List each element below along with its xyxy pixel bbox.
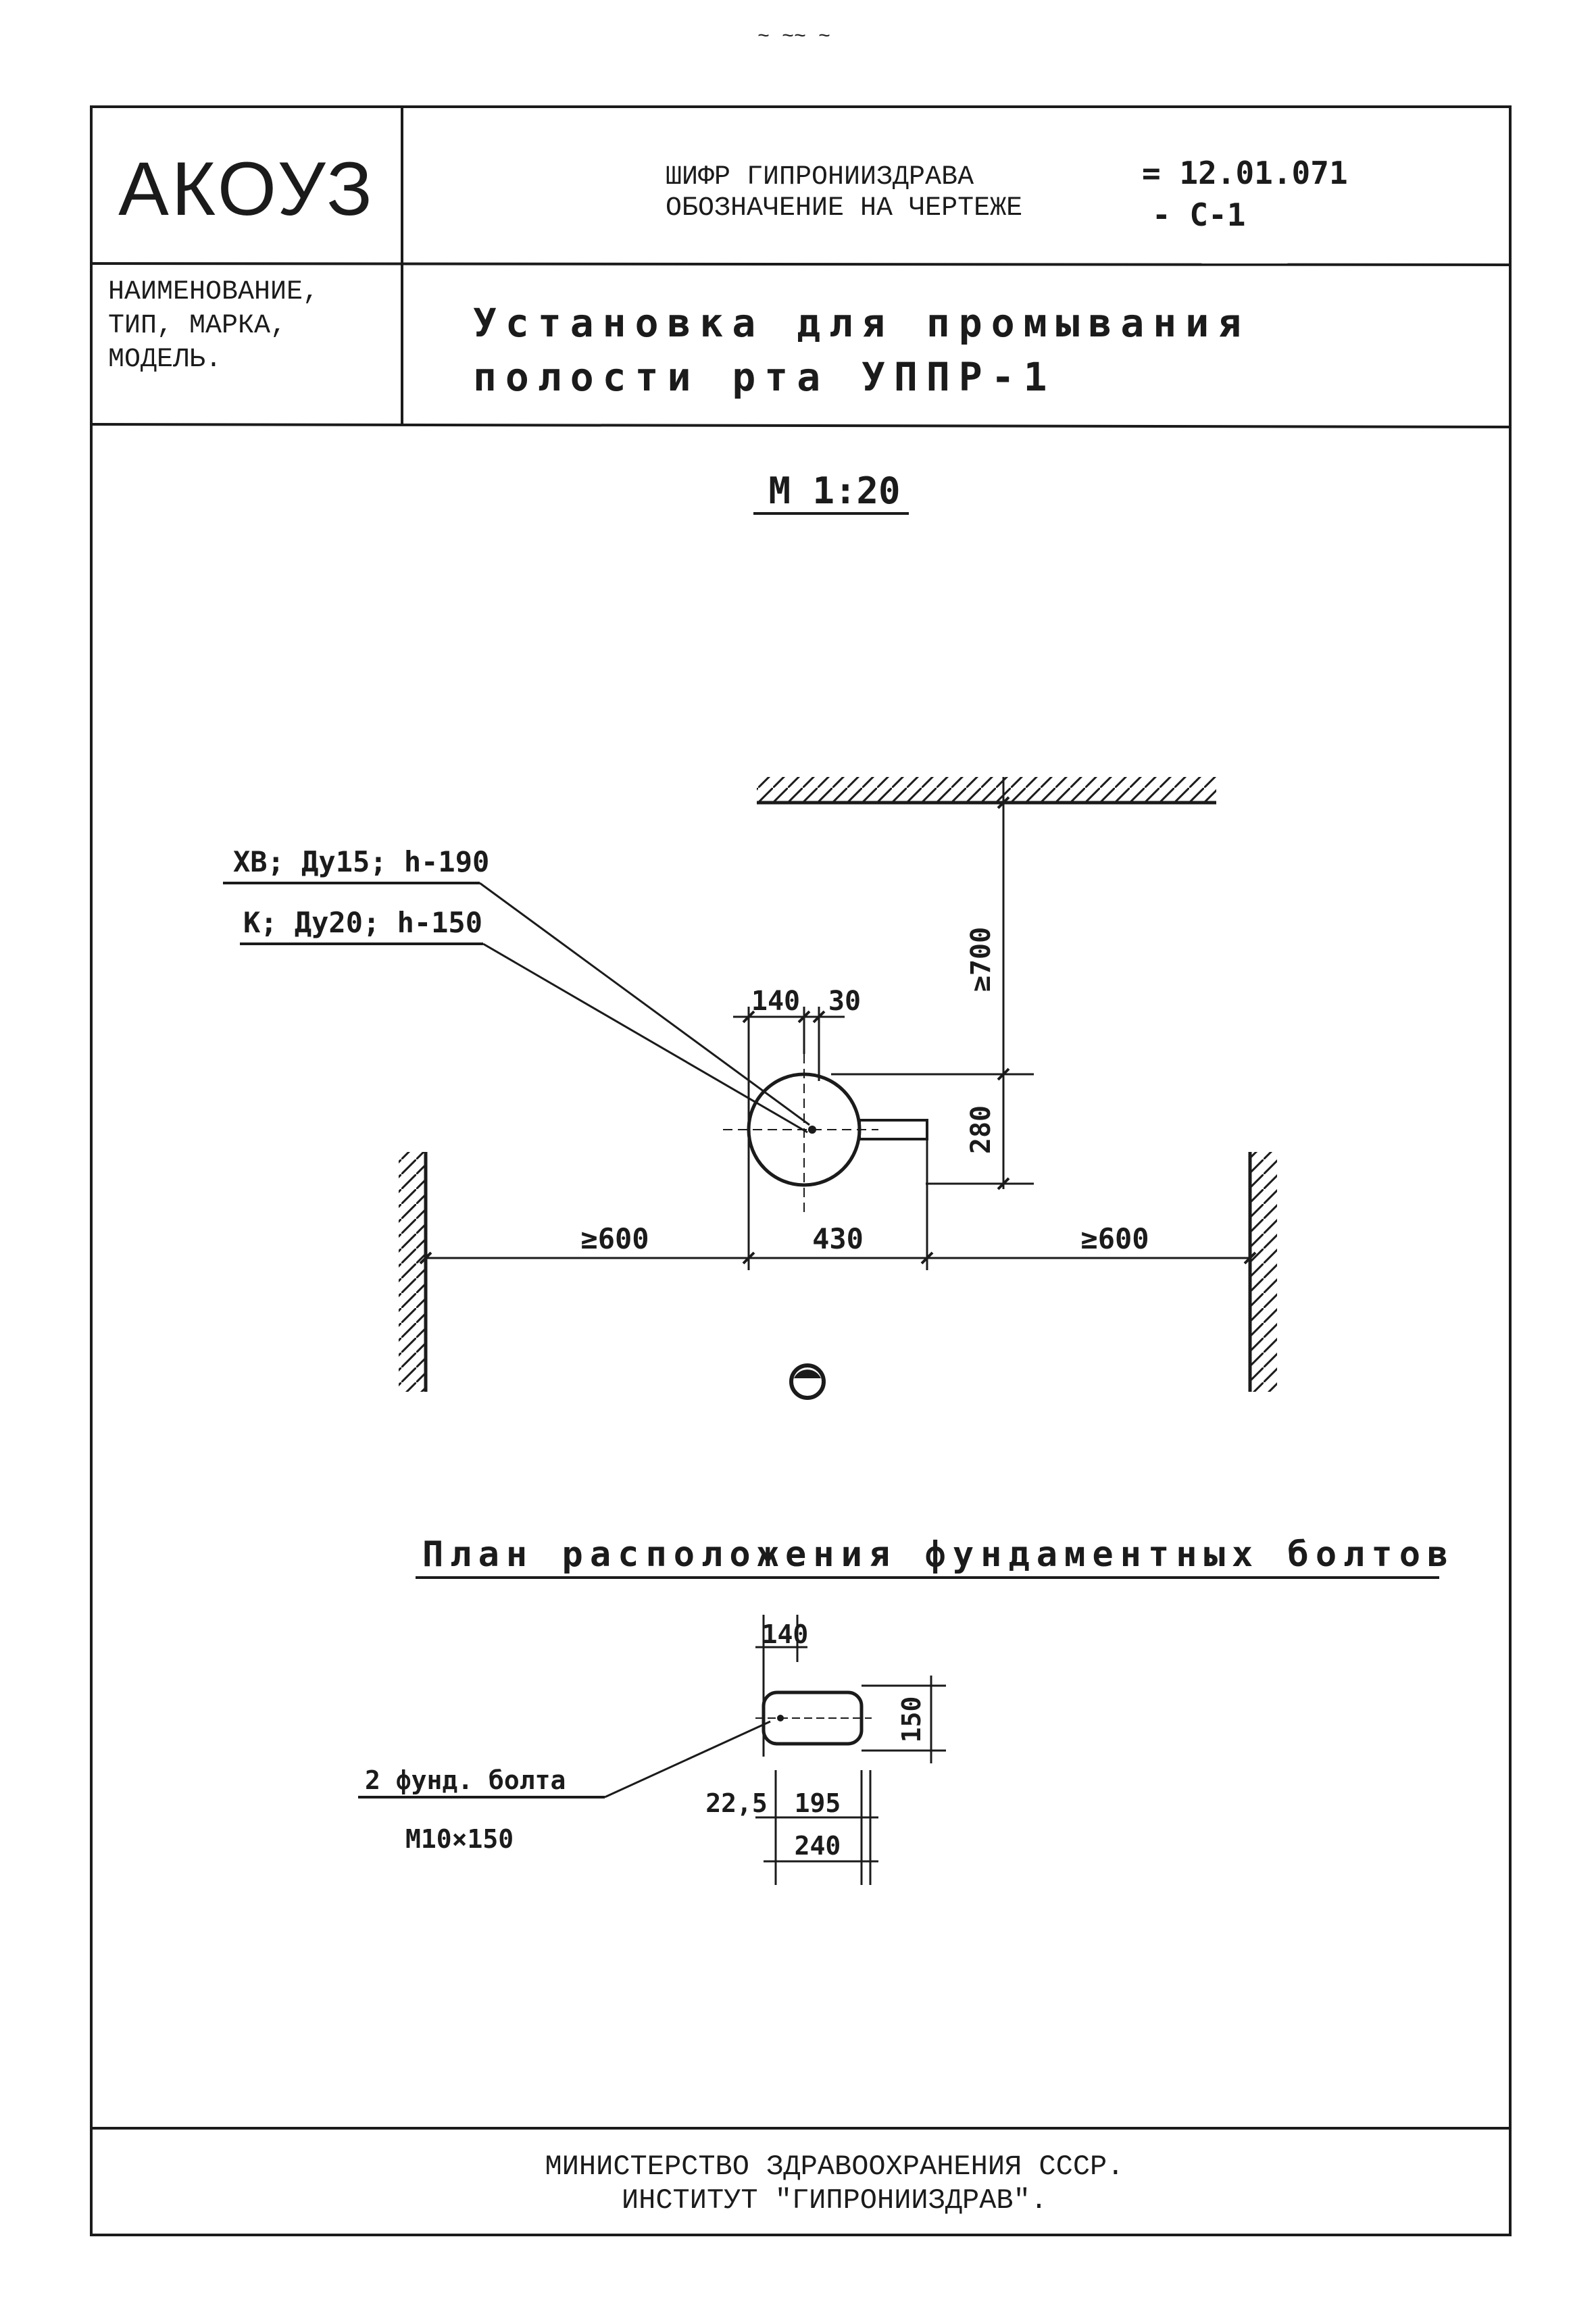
- dim-top-offset: 30: [828, 986, 861, 1017]
- code-value: = 12.01.071: [1142, 155, 1348, 191]
- bolt-plan-title: План расположения фундаментных болтов: [422, 1534, 1455, 1575]
- dim-unit-width: 430: [812, 1222, 864, 1255]
- designation-label: ОБОЗНАЧЕНИЕ НА ЧЕРТЕЖЕ: [666, 193, 1022, 224]
- bolt-label-line2: М10×150: [405, 1824, 514, 1854]
- code-label: ШИФР ГИПРОНИИЗДРАВА: [666, 162, 974, 193]
- sheet-frame: [90, 105, 1512, 2236]
- dim-depth: 280: [966, 1105, 997, 1154]
- footer-line1: МИНИСТЕРСТВО ЗДРАВООХРАНЕНИЯ СССР.: [545, 2150, 1124, 2183]
- unit-outline: [723, 1054, 928, 1213]
- bolt-dim-width-top: 140: [762, 1619, 809, 1649]
- bolt-dim-inner: 195: [795, 1788, 841, 1818]
- bolt-dim-offset: 22,5: [705, 1788, 768, 1818]
- product-name-line1: Установка для промывания: [473, 300, 1250, 346]
- sewer-label: К; Ду20; h-150: [243, 906, 482, 939]
- left-wall: [399, 1152, 428, 1392]
- bolt-leader: [358, 1720, 771, 1799]
- scale-label: М 1:20: [768, 470, 900, 512]
- horizontal-dimension-lines: [419, 1081, 1257, 1270]
- utility-leaders: [223, 882, 810, 1134]
- dim-clearance-left: ≥600: [580, 1222, 649, 1255]
- dim-clearance-back: ≥700: [966, 927, 997, 992]
- bolt-slot: [755, 1690, 872, 1746]
- top-dimension-lines: [733, 1007, 845, 1081]
- dim-top-width: 140: [751, 986, 800, 1017]
- bolt-dim-height: 150: [897, 1696, 926, 1743]
- bolt-label-line1: 2 фунд. болта: [365, 1765, 566, 1795]
- vertical-dimension-lines: [831, 777, 1034, 1190]
- bolt-symbol: [789, 1363, 826, 1400]
- bolt-plan-dimension-lines: [755, 1615, 946, 1885]
- product-name-line2: полости рта УППР-1: [473, 354, 1056, 400]
- dim-clearance-right: ≥600: [1080, 1222, 1149, 1255]
- organization-label: АКОУЗ: [118, 147, 375, 231]
- name-label-line3: МОДЕЛЬ.: [108, 345, 222, 375]
- back-wall: [757, 777, 1216, 805]
- name-label-line2: ТИП, МАРКА,: [108, 311, 286, 341]
- right-wall: [1248, 1152, 1277, 1392]
- footer-line2: ИНСТИТУТ "ГИПРОНИИЗДРАВ".: [622, 2184, 1047, 2217]
- bolt-dim-total: 240: [795, 1831, 841, 1861]
- top-mark: ~ ~~ ~: [757, 26, 830, 49]
- designation-value: - С-1: [1152, 197, 1245, 233]
- name-label-line1: НАИМЕНОВАНИЕ,: [108, 277, 319, 307]
- cold-water-label: ХВ; Ду15; h-190: [233, 845, 489, 878]
